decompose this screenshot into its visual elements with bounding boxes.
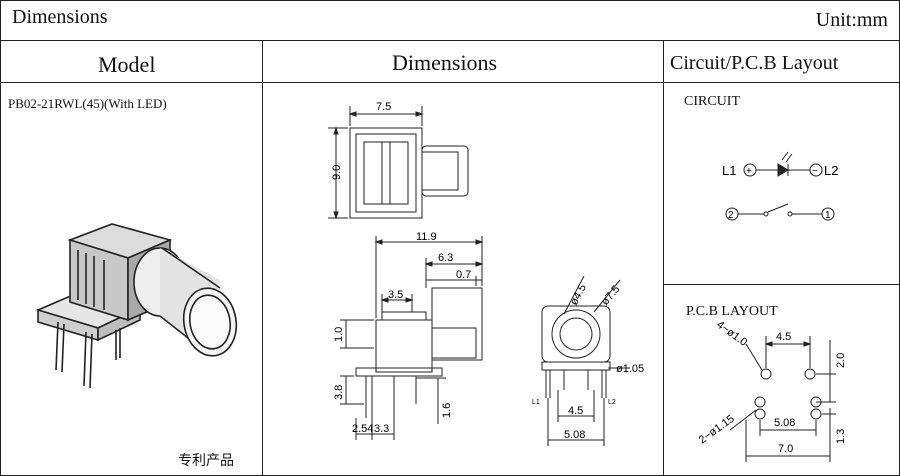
- circuit-l1-label: L1: [722, 163, 736, 178]
- dim-0-7: 0.7: [456, 269, 471, 281]
- unit-label: Unit:mm: [815, 9, 888, 31]
- dim-6-3: 6.3: [438, 252, 453, 264]
- pcb-holes-4-dia-1-0: 4−ø1.0: [714, 320, 749, 349]
- divider-circuit-pcb: [663, 284, 900, 285]
- divider-header: [0, 40, 900, 41]
- dim-3-5: 3.5: [388, 289, 403, 301]
- pcb-dim-1-3: 1.3: [835, 429, 847, 444]
- patent-label: 专利产品: [178, 453, 234, 469]
- dim-11-9: 11.9: [416, 231, 437, 243]
- dim-diameter-1-05: ø1.05: [616, 363, 644, 375]
- circuit-terminal-1: 1: [825, 210, 831, 221]
- circuit-terminal-2: 2: [728, 210, 734, 221]
- dim-2-54: 2.54: [352, 423, 373, 435]
- circuit-label: CIRCUIT: [684, 94, 740, 109]
- page-title: Dimensions: [12, 6, 108, 28]
- circuit-plus-sign: +: [746, 166, 752, 177]
- switch-product-illustration: [35, 223, 238, 389]
- column-head-dimensions: Dimensions: [392, 50, 498, 75]
- dim-diameter-7-5: ø7.5: [599, 283, 622, 308]
- dim-1-0: 1.0: [333, 327, 345, 342]
- top-view-drawing: 7.5 9.0: [328, 101, 469, 220]
- pcb-dim-7-0: 7.0: [778, 443, 793, 455]
- divider-col2: [663, 40, 664, 476]
- column-head-model: Model: [98, 52, 156, 77]
- pcb-layout-label: P.C.B LAYOUT: [686, 304, 778, 319]
- dim-diameter-4-5: ø4.5: [568, 282, 589, 307]
- pcb-layout-diagram: 4−ø1.0 2−ø1.15 4.5 2.0 5.08 1.3 7.0: [697, 320, 847, 462]
- divider-col1: [262, 40, 263, 476]
- model-name: PB02-21RWL(45)(With LED): [8, 96, 167, 111]
- circuit-diagram: L1 + − L2 2 1: [722, 151, 838, 221]
- pin-label-l1: L1: [532, 399, 540, 406]
- dim-9-0: 9.0: [331, 165, 343, 180]
- dim-1-6: 1.6: [441, 403, 453, 418]
- circuit-l2-label: L2: [824, 163, 838, 178]
- dim-5-08: 5.08: [564, 429, 585, 441]
- circuit-minus-sign: −: [812, 166, 818, 177]
- dim-3-8: 3.8: [333, 385, 345, 400]
- pcb-dim-5-08: 5.08: [774, 417, 795, 429]
- front-view-drawing: ø4.5 ø7.5 ø1.05 L1 L2 4.5 5.08: [532, 275, 644, 446]
- dim-7-5: 7.5: [376, 101, 391, 113]
- dim-4-5: 4.5: [568, 405, 583, 417]
- pin-label-l2: L2: [608, 399, 616, 406]
- dim-3-3: 3.3: [374, 423, 389, 435]
- pcb-dim-2-0: 2.0: [835, 353, 847, 368]
- side-view-drawing: 11.9 6.3 0.7 3.5 1.0 3.8 1.6 2.54 3.3: [333, 231, 484, 440]
- pcb-dim-4-5: 4.5: [776, 331, 791, 343]
- divider-column-heads: [0, 82, 900, 83]
- column-head-circuit: Circuit/P.C.B Layout: [670, 52, 839, 74]
